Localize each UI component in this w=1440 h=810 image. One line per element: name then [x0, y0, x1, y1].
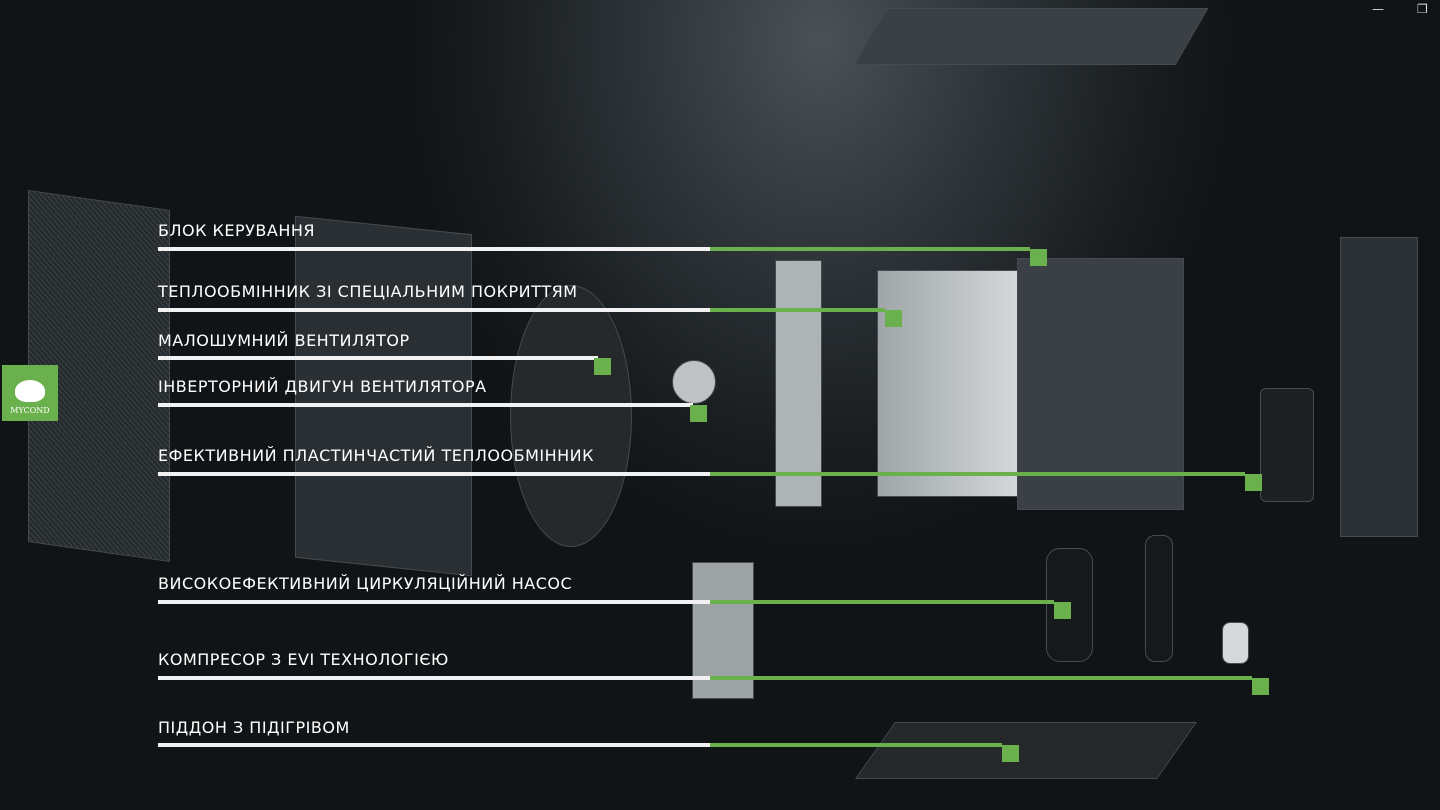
callout-marker[interactable] [594, 358, 611, 375]
component-label: ПІДДОН З ПІДІГРІВОМ [158, 718, 350, 737]
callout-line [158, 247, 710, 251]
callout-marker[interactable] [1252, 678, 1269, 695]
component-label: МАЛОШУМНИЙ ВЕНТИЛЯТОР [158, 331, 410, 350]
callout-marker[interactable] [885, 310, 902, 327]
tree-icon [15, 380, 45, 402]
callout-marker[interactable] [1002, 745, 1019, 762]
coil-part [877, 270, 1019, 497]
callout-marker[interactable] [1245, 474, 1262, 491]
callout-line-accent [710, 247, 1030, 251]
mycond-logo: MYCOND [2, 365, 58, 421]
callout-marker[interactable] [690, 405, 707, 422]
callout-line [158, 676, 710, 680]
control-box-part [1017, 258, 1184, 510]
component-label: ТЕПЛООБМІННИК ЗІ СПЕЦІАЛЬНИМ ПОКРИТТЯМ [158, 282, 578, 301]
callout-line-accent [710, 308, 885, 312]
motor-part [672, 360, 716, 404]
pump-part [1222, 622, 1249, 664]
base-tray-part [855, 722, 1197, 779]
component-label: ВИСОКОЕФЕКТИВНИЙ ЦИРКУЛЯЦІЙНИЙ НАСОС [158, 574, 573, 593]
fan-panel-part [295, 215, 472, 577]
callout-line-accent [710, 472, 1245, 476]
callout-line [158, 308, 710, 312]
component-label: ЕФЕКТИВНИЙ ПЛАСТИНЧАСТИЙ ТЕПЛООБМІННИК [158, 446, 594, 465]
callout-line [158, 356, 598, 360]
callout-line-accent [710, 600, 1054, 604]
logo-text: MYCOND [10, 406, 50, 415]
component-label: ІНВЕРТОРНИЙ ДВИГУН ВЕНТИЛЯТОРА [158, 377, 487, 396]
receiver-part [1145, 535, 1173, 662]
minimize-icon[interactable]: — [1372, 2, 1384, 16]
callout-line-accent [710, 743, 1002, 747]
callout-line [158, 743, 710, 747]
bracket-part [775, 260, 822, 507]
callout-line [158, 472, 710, 476]
fan-part [510, 285, 632, 547]
callout-marker[interactable] [1030, 249, 1047, 266]
component-label: БЛОК КЕРУВАННЯ [158, 221, 316, 240]
callout-marker[interactable] [1054, 602, 1071, 619]
component-label: КОМПРЕСОР З EVI ТЕХНОЛОГІЄЮ [158, 650, 449, 669]
restore-icon[interactable]: ❐ [1417, 2, 1428, 16]
plate-exchanger-part [1260, 388, 1314, 502]
callout-line [158, 600, 710, 604]
callout-line-accent [710, 676, 1252, 680]
callout-line [158, 403, 693, 407]
side-panel-part [1340, 237, 1418, 537]
top-cover-part [853, 8, 1209, 65]
